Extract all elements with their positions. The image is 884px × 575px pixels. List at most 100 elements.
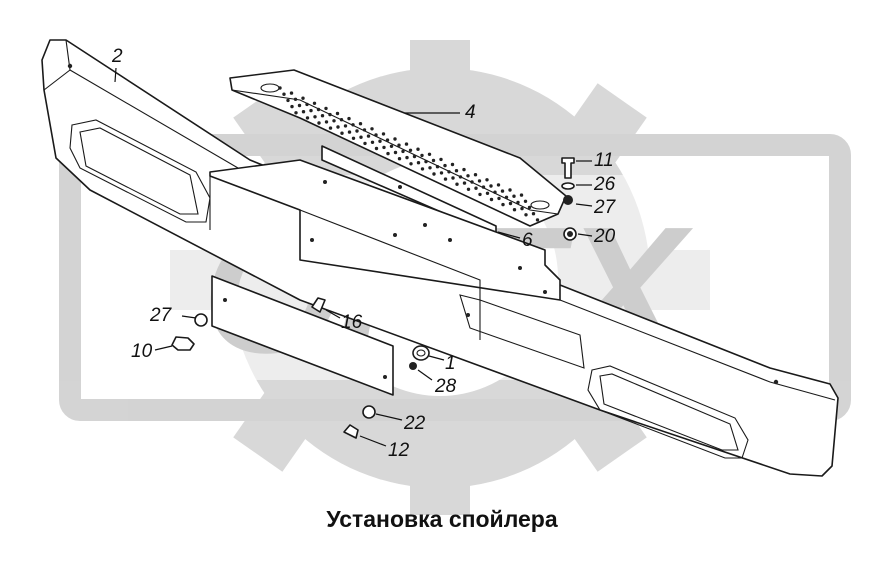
perforation-hole	[343, 124, 348, 128]
perforation-hole	[485, 178, 489, 182]
perforation-hole	[420, 167, 425, 171]
perforation-hole	[496, 183, 501, 187]
perforation-hole	[312, 101, 317, 106]
perforation-hole	[519, 193, 524, 197]
perforation-hole	[317, 121, 321, 125]
perforation-hole	[416, 147, 420, 151]
callout-11: 11	[594, 150, 614, 171]
perforation-hole	[432, 172, 436, 176]
perforation-hole	[481, 185, 486, 189]
perforation-hole	[336, 125, 340, 129]
perforation-hole	[512, 194, 516, 198]
perforation-hole	[293, 97, 298, 102]
perforation-hole	[301, 110, 306, 114]
perforation-hole	[355, 129, 359, 133]
spoiler-plate-part-4	[229, 69, 567, 227]
perforation-hole	[286, 98, 290, 103]
perforation-hole	[489, 197, 494, 202]
perforation-hole	[347, 116, 351, 121]
perforation-hole	[466, 187, 471, 191]
perforation-hole	[470, 180, 474, 184]
perforation-hole	[313, 115, 317, 119]
perforation-hole	[527, 205, 532, 210]
perforation-hole	[477, 179, 482, 183]
perforation-hole	[282, 92, 286, 96]
perforation-hole	[363, 141, 367, 146]
perforation-hole	[447, 170, 451, 174]
perforation-hole	[478, 192, 482, 197]
perforation-hole	[428, 166, 432, 170]
perforation-hole	[427, 152, 432, 156]
perforation-hole	[382, 145, 386, 150]
perforation-hole	[504, 195, 509, 199]
perforation-holes	[278, 86, 540, 222]
perforation-hole	[305, 102, 309, 107]
callout-28: 28	[434, 376, 457, 397]
perforation-hole	[489, 184, 493, 188]
perforation-hole	[531, 212, 536, 216]
perforation-hole	[508, 188, 512, 192]
perforation-hole	[473, 173, 478, 177]
perforation-hole	[405, 155, 409, 160]
perforation-hole	[316, 107, 321, 112]
perforation-hole	[370, 140, 375, 144]
perforation-hole	[297, 103, 302, 108]
perforation-hole	[500, 189, 505, 193]
perforation-hole	[347, 130, 352, 134]
perforation-hole	[520, 206, 524, 211]
perforation-hole	[443, 177, 448, 181]
perforation-hole	[374, 146, 379, 151]
fasteners	[171, 157, 577, 439]
perforation-hole	[439, 171, 444, 175]
perforation-hole	[378, 139, 382, 143]
perforation-hole	[301, 96, 305, 100]
perforation-hole	[409, 162, 413, 166]
perforation-hole	[455, 182, 459, 186]
perforation-hole	[370, 127, 374, 131]
bracket-part-6	[209, 145, 561, 340]
perforation-hole	[401, 149, 405, 154]
perforation-hole	[535, 218, 540, 222]
callout-2: 2	[111, 46, 123, 67]
callout-4: 4	[465, 102, 476, 123]
perforation-hole	[332, 119, 336, 123]
perforation-hole	[462, 167, 466, 172]
perforation-hole	[294, 111, 298, 115]
perforation-hole	[359, 135, 363, 139]
callout-26: 26	[593, 174, 616, 195]
perforation-hole	[324, 120, 329, 124]
perforation-hole	[340, 131, 344, 135]
perforation-hole	[424, 159, 428, 164]
perforation-hole	[389, 144, 394, 148]
perforation-hole	[439, 157, 443, 162]
perforation-hole	[366, 134, 371, 138]
callout-labels: 2 4 11 26 27 6 20 27 16 10 1 28 22 12	[111, 46, 617, 461]
perforation-hole	[523, 199, 528, 203]
perforation-hole	[309, 108, 313, 113]
perforation-hole	[408, 148, 413, 152]
perforation-hole	[358, 122, 363, 126]
perforation-hole	[435, 165, 440, 169]
perforation-hole	[328, 126, 333, 130]
perforation-hole	[385, 138, 390, 142]
perforation-hole	[339, 118, 344, 122]
perforation-hole	[474, 186, 478, 190]
perforation-hole	[386, 151, 390, 156]
perforation-hole	[485, 191, 490, 195]
lower-shield	[211, 275, 585, 396]
perforation-hole	[458, 175, 463, 179]
perforation-hole	[397, 157, 402, 161]
perforation-hole	[393, 137, 397, 141]
perforation-hole	[508, 201, 513, 206]
perforation-hole	[374, 133, 378, 137]
callout-20: 20	[593, 226, 616, 247]
leader-lines	[114, 67, 593, 447]
callout-16: 16	[341, 312, 363, 333]
perforation-hole	[416, 161, 421, 165]
perforation-hole	[493, 190, 497, 194]
perforation-hole	[324, 106, 328, 111]
perforation-hole	[362, 128, 367, 132]
perforation-hole	[351, 123, 355, 127]
callout-12: 12	[388, 440, 410, 461]
